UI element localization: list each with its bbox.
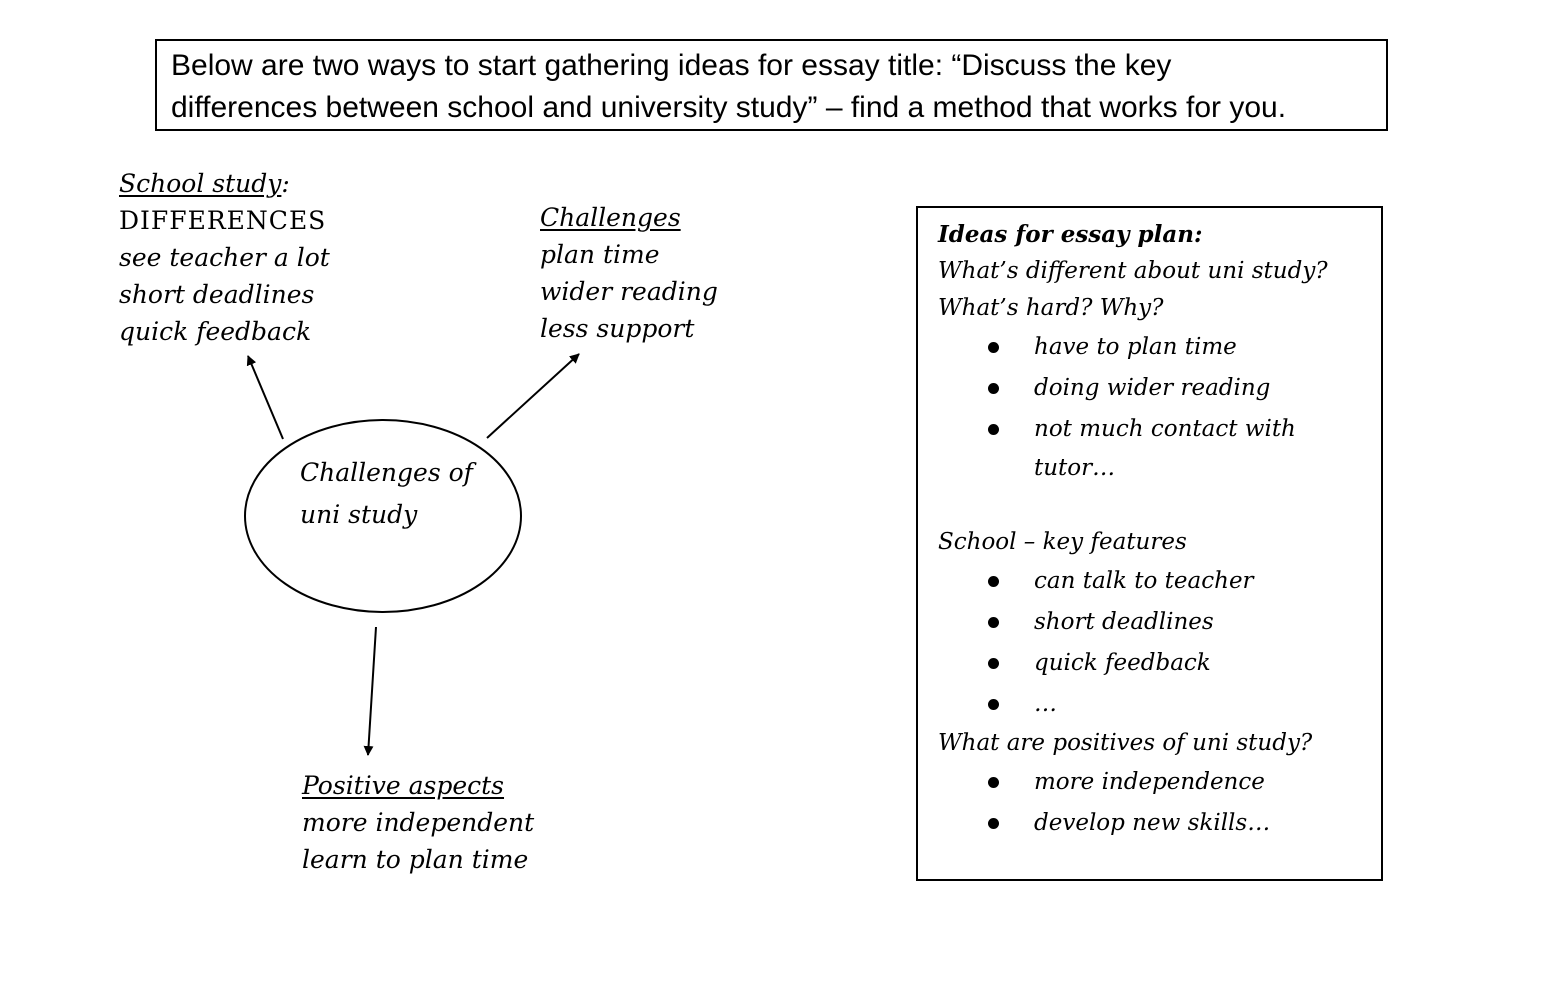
school-study-item: DIFFERENCES: [119, 206, 327, 235]
center-label-line-2: uni study: [300, 500, 418, 529]
challenges-item: wider reading: [540, 277, 718, 306]
list-item: not much contact with: [938, 409, 1328, 450]
arrow-to-positive-aspects: [363, 626, 377, 756]
list-item: more independence: [938, 762, 1328, 803]
bullet-icon: [988, 576, 999, 587]
essay-plan-subheading: School – key features: [938, 529, 1187, 555]
bullet-icon: [988, 777, 999, 788]
school-study-item: short deadlines: [119, 280, 315, 309]
list-item: short deadlines: [938, 602, 1328, 643]
list-item-text: can talk to teacher: [1034, 568, 1254, 594]
bullet-icon: [988, 658, 999, 669]
arrow-to-school-study: [246, 355, 284, 440]
positive-aspects-heading: Positive aspects: [302, 771, 505, 800]
essay-plan-question: What’s different about uni study?: [938, 258, 1328, 284]
school-study-branch: School study: DIFFERENCES see teacher a …: [119, 165, 330, 350]
center-node: Challenges of uni study: [300, 452, 473, 536]
school-study-heading: School study:: [119, 165, 330, 202]
spacer: [938, 487, 1328, 524]
title-line-2: differences between school and universit…: [171, 91, 1287, 124]
challenges-item: plan time: [540, 240, 660, 269]
positive-aspects-branch: Positive aspects more independent learn …: [302, 767, 534, 878]
list-item-text: not much contact with: [1034, 416, 1296, 442]
list-item-text: …: [1034, 691, 1057, 717]
school-study-item: quick feedback: [119, 317, 312, 346]
list-item-text: more independence: [1034, 769, 1265, 795]
bullet-icon: [988, 699, 999, 710]
list-item: develop new skills…: [938, 803, 1328, 844]
list-item-text: quick feedback: [1034, 650, 1211, 676]
school-study-heading-colon: :: [281, 169, 290, 198]
essay-plan-content: Ideas for essay plan: What’s different a…: [938, 216, 1328, 844]
bullet-icon: [988, 383, 999, 394]
school-study-item: see teacher a lot: [119, 243, 330, 272]
title-line-1: Below are two ways to start gathering id…: [171, 49, 1172, 82]
challenges-item: less support: [540, 314, 695, 343]
list-item: can talk to teacher: [938, 561, 1328, 602]
list-item-continuation: tutor…: [1034, 455, 1116, 481]
essay-plan-heading: Ideas for essay plan:: [938, 221, 1203, 248]
bullet-icon: [988, 818, 999, 829]
challenges-heading: Challenges: [540, 203, 681, 232]
list-item: have to plan time: [938, 327, 1328, 368]
list-item-text: have to plan time: [1034, 334, 1237, 360]
list-item-text: doing wider reading: [1034, 375, 1271, 401]
bullet-icon: [988, 617, 999, 628]
bullet-icon: [988, 424, 999, 435]
challenges-branch: Challenges plan time wider reading less …: [540, 199, 718, 347]
positive-aspects-item: more independent: [302, 808, 535, 837]
title-box: Below are two ways to start gathering id…: [155, 39, 1388, 131]
list-item: quick feedback: [938, 643, 1328, 684]
arrow-to-challenges: [486, 353, 580, 439]
school-study-heading-text: School study: [119, 169, 282, 198]
essay-plan-question: What’s hard? Why?: [938, 295, 1164, 321]
essay-plan-question: What are positives of uni study?: [938, 730, 1313, 756]
positive-aspects-item: learn to plan time: [302, 845, 529, 874]
list-item: …: [938, 684, 1328, 725]
list-item: doing wider reading: [938, 368, 1328, 409]
essay-plan-box: Ideas for essay plan: What’s different a…: [916, 206, 1383, 881]
list-item-text: short deadlines: [1034, 609, 1214, 635]
list-item-text: develop new skills…: [1034, 810, 1271, 836]
center-label-line-1: Challenges of: [300, 458, 473, 487]
bullet-icon: [988, 342, 999, 353]
